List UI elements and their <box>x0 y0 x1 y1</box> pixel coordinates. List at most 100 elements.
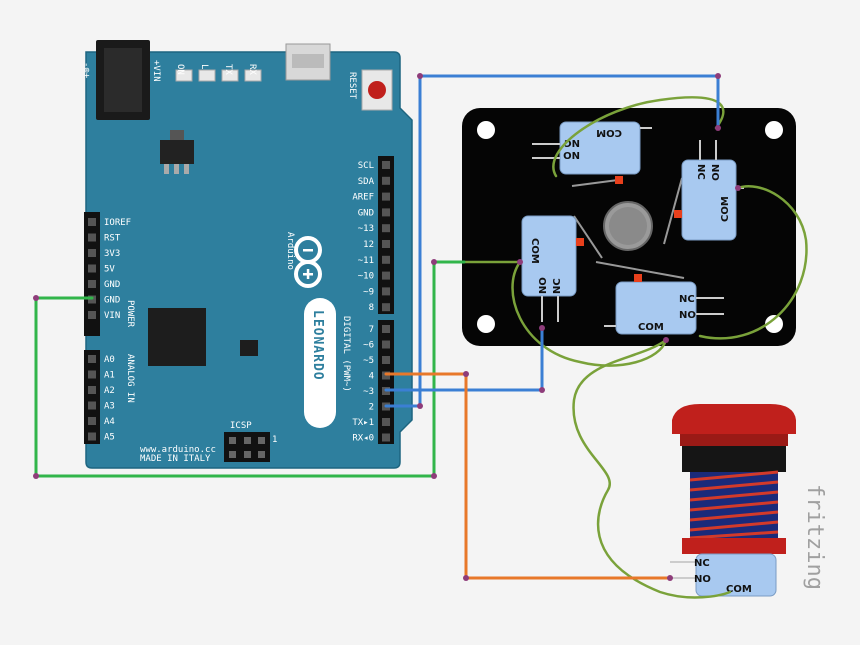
vin-label: +VIN <box>151 60 161 82</box>
header-pin-socket[interactable] <box>88 249 96 257</box>
header-pin-socket[interactable] <box>88 311 96 319</box>
pin-label: ~11 <box>358 256 374 266</box>
led-label-tx: TX <box>223 64 233 75</box>
pin-label: AREF <box>352 193 374 203</box>
pin-label: A1 <box>104 371 115 381</box>
led-label-rx: RX <box>247 64 257 75</box>
header-pin-socket[interactable] <box>88 386 96 394</box>
analog-header-label: ANALOG IN <box>125 354 135 403</box>
arcade-button[interactable]: NC NO COM <box>670 404 796 597</box>
switch-left-com: COM <box>529 238 540 264</box>
header-pin-socket[interactable] <box>382 433 390 442</box>
arduino-logo-icon <box>294 236 322 288</box>
dc-symbol-icon: -⊕+ <box>81 62 91 79</box>
header-pin-socket[interactable] <box>382 418 390 426</box>
wire-green <box>34 260 466 478</box>
header-pin-socket[interactable] <box>382 340 390 349</box>
header-pin-socket[interactable] <box>382 271 390 280</box>
main-chip <box>148 308 206 366</box>
arduino-board: RESET ON L TX RX +VIN -⊕+ <box>81 40 413 469</box>
header-pin-socket[interactable] <box>88 280 96 288</box>
mount-hole-top-right <box>765 121 783 139</box>
header-pin-socket[interactable] <box>88 370 96 379</box>
microswitch-top[interactable]: COM NC NO <box>532 121 652 184</box>
pin-label: 2 <box>369 403 374 413</box>
microswitch-right[interactable]: NC NO COM <box>674 140 744 241</box>
mount-hole-bottom-left <box>477 315 495 333</box>
wire-olive-2 <box>698 185 808 340</box>
pin-label: A0 <box>104 355 115 365</box>
header-pin-socket[interactable] <box>382 224 390 233</box>
pin-label: SCL <box>358 161 374 171</box>
header-pin-socket[interactable] <box>88 432 96 441</box>
wire-olive-4 <box>572 338 732 599</box>
switch-top-com: COM <box>596 127 622 138</box>
pin-label: 12 <box>363 240 374 250</box>
pin-label: 4 <box>369 372 374 382</box>
pin-label: VIN <box>104 311 120 321</box>
switch-right-nc: NC <box>695 164 706 180</box>
switch-right-com: COM <box>720 196 731 222</box>
header-pin-socket[interactable] <box>88 417 96 425</box>
header-pin-socket[interactable] <box>88 233 96 242</box>
header-pin-socket[interactable] <box>382 356 390 364</box>
header-pin-socket[interactable] <box>88 264 96 273</box>
board-name-badge <box>304 298 336 428</box>
pin-label: A2 <box>104 386 115 396</box>
switch-top-no: NO <box>563 149 580 160</box>
header-pin-socket[interactable] <box>382 176 390 185</box>
board-name: LEONARDO <box>310 310 325 381</box>
header-pin-socket[interactable] <box>382 240 390 248</box>
microswitch-left[interactable]: COM NO NC <box>514 215 584 322</box>
button-no: NO <box>694 574 711 585</box>
power-header-label: POWER <box>125 300 135 328</box>
pin-label: ~5 <box>363 356 374 366</box>
switch-right-no: NO <box>709 164 720 181</box>
pin-label: IOREF <box>104 218 131 228</box>
pin-label: GND <box>104 280 120 290</box>
small-chip <box>240 340 258 356</box>
pin-label: ~6 <box>363 341 374 351</box>
header-pin-socket[interactable] <box>88 218 96 226</box>
header-pin-socket[interactable] <box>382 303 390 312</box>
microswitch-bottom[interactable]: NC NO COM <box>604 274 724 335</box>
pin-label: RST <box>104 234 121 244</box>
brand-label: Arduino <box>285 232 295 270</box>
reset-dot-icon <box>368 81 386 99</box>
pin-label: RX◂0 <box>352 434 374 444</box>
header-pin-socket[interactable] <box>382 255 390 264</box>
analog-header <box>84 350 100 444</box>
switch-left-no: NO <box>538 277 549 294</box>
header-pin-socket[interactable] <box>382 325 390 333</box>
wire-olive-3 <box>511 260 668 367</box>
wire-olive-1 <box>552 96 725 178</box>
button-com: COM <box>726 584 752 595</box>
pin-label: A4 <box>104 417 115 427</box>
pin-label: A3 <box>104 402 115 412</box>
header-pin-socket[interactable] <box>382 208 390 217</box>
pin-label: TX▸1 <box>352 418 374 428</box>
status-leds <box>175 69 262 82</box>
voltage-regulator <box>160 130 194 174</box>
pin-label: ~10 <box>358 272 374 282</box>
header-pin-socket[interactable] <box>88 401 96 410</box>
fritzing-watermark: fritzing <box>802 484 827 590</box>
wires <box>33 73 808 599</box>
pin-label: ~13 <box>358 224 374 234</box>
led-label-on: ON <box>175 64 185 75</box>
header-pin-socket[interactable] <box>382 287 390 296</box>
icsp-pin1-label: 1 <box>272 435 277 445</box>
power-header <box>84 212 100 336</box>
pin-label: 7 <box>369 325 374 335</box>
made-in-label: MADE IN ITALY <box>140 454 211 464</box>
header-pin-socket[interactable] <box>88 355 96 363</box>
switch-bottom-nc: NC <box>679 294 695 305</box>
switch-bottom-com: COM <box>638 322 664 333</box>
icsp-label: ICSP <box>230 421 252 431</box>
header-pin-socket[interactable] <box>382 192 390 201</box>
pin-label: 8 <box>369 303 374 313</box>
reset-button[interactable] <box>361 69 393 111</box>
header-pin-socket[interactable] <box>382 161 390 169</box>
switch-bottom-no: NO <box>679 310 696 321</box>
